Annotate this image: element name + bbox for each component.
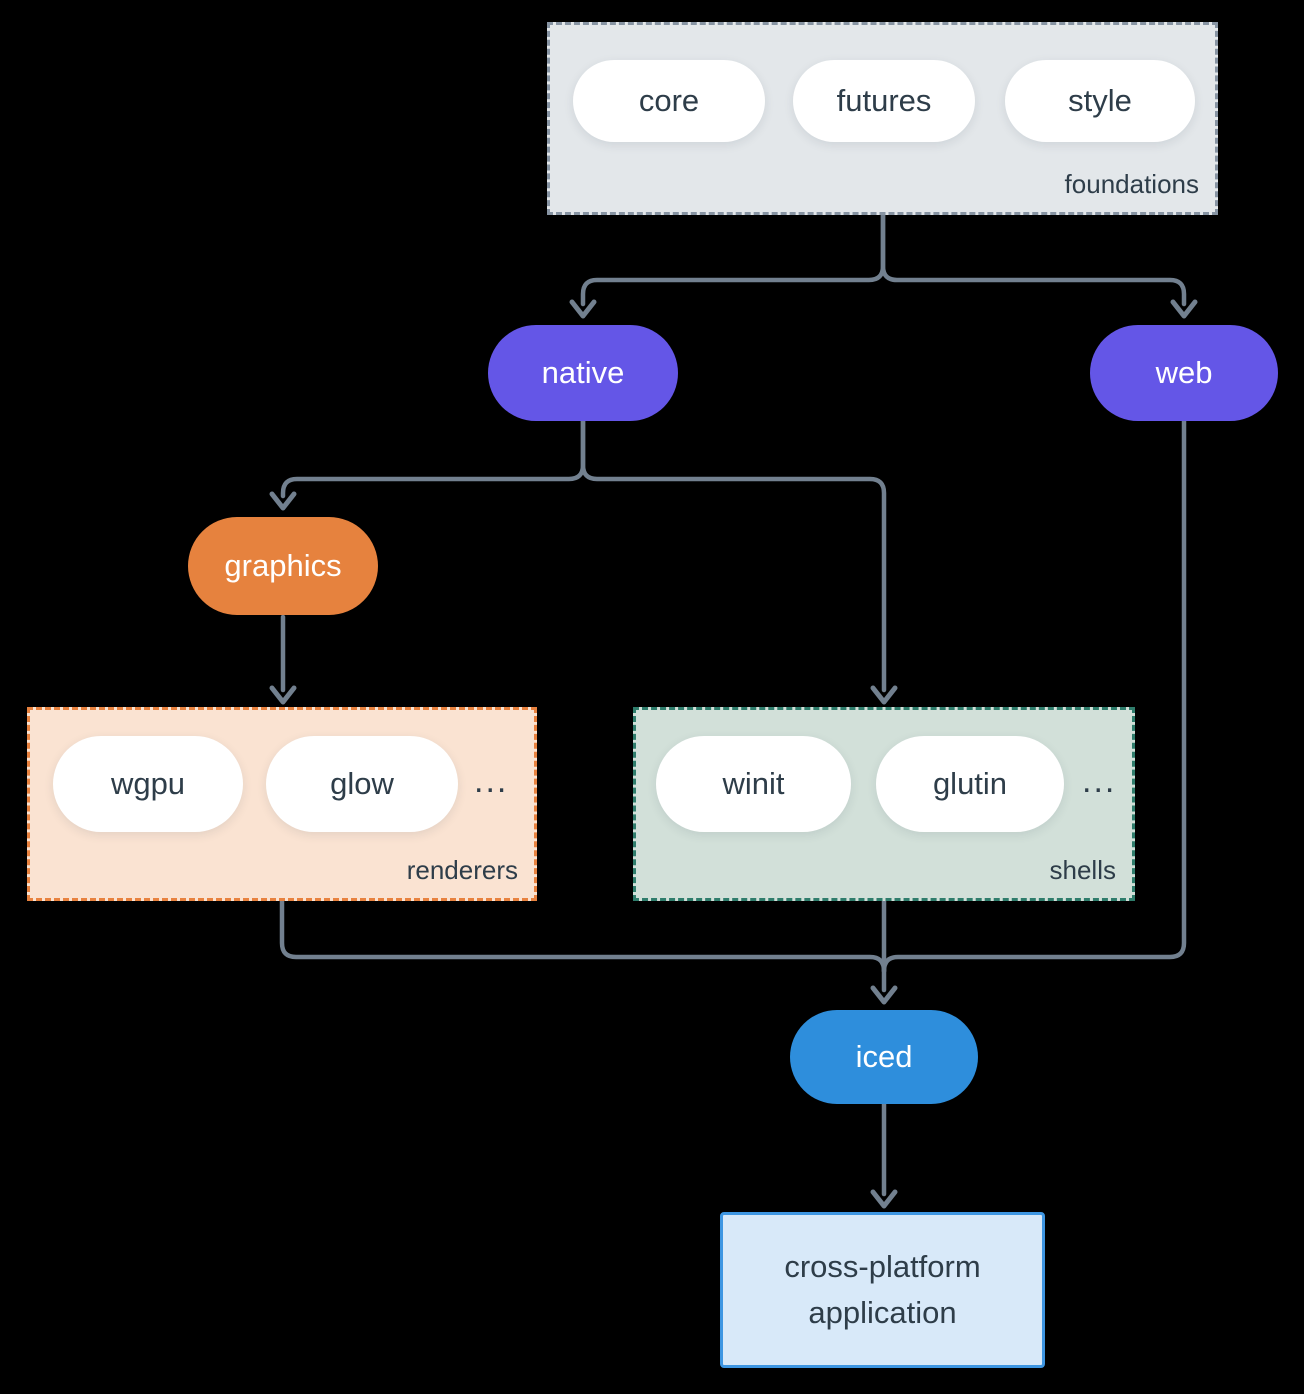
node-futures: futures <box>793 60 975 142</box>
node-wgpu-label: wgpu <box>110 766 186 801</box>
node-native-label: native <box>541 355 625 390</box>
edge-native-graphics <box>280 418 586 499</box>
cross-platform-application-label: cross-platform application <box>784 1248 981 1331</box>
arrowhead-iced <box>870 985 898 1005</box>
arrowhead-native <box>569 299 597 319</box>
arrowhead-application <box>870 1189 898 1209</box>
shells-ellipsis: ... <box>1082 762 1117 800</box>
node-style-label: style <box>1068 83 1132 118</box>
node-native: native <box>488 325 678 421</box>
node-glutin-label: glutin <box>932 766 1008 801</box>
node-winit: winit <box>656 736 851 832</box>
edge-native-shells <box>580 418 887 693</box>
node-web-label: web <box>1155 355 1213 390</box>
node-iced-label: iced <box>855 1039 913 1074</box>
arrowhead-shells <box>870 685 898 705</box>
shells-group-label: shells <box>1049 855 1116 885</box>
node-core-label: core <box>638 83 700 118</box>
node-web: web <box>1090 325 1278 421</box>
renderers-group-label: renderers <box>406 855 518 885</box>
node-wgpu: wgpu <box>53 736 243 832</box>
node-iced: iced <box>790 1010 978 1104</box>
node-futures-label: futures <box>836 83 932 118</box>
renderers-ellipsis: ... <box>474 762 509 800</box>
renderers-group: wgpu glow ... renderers <box>27 707 537 901</box>
node-graphics: graphics <box>188 517 378 615</box>
node-core: core <box>573 60 765 142</box>
foundations-group: core futures style foundations <box>547 22 1218 215</box>
arrowhead-renderers <box>269 685 297 705</box>
edge-foundations-web <box>880 212 1187 307</box>
node-glow-label: glow <box>330 766 394 801</box>
node-winit-label: winit <box>722 766 785 801</box>
shells-group: winit glutin ... shells <box>633 707 1135 901</box>
arrowhead-web <box>1170 299 1198 319</box>
edge-renderers-merge <box>279 898 887 974</box>
foundations-group-label: foundations <box>1064 169 1199 199</box>
node-style: style <box>1005 60 1195 142</box>
node-glutin: glutin <box>876 736 1064 832</box>
cross-platform-application-box: cross-platform application <box>720 1212 1045 1368</box>
node-glow: glow <box>266 736 458 832</box>
node-graphics-label: graphics <box>224 548 342 583</box>
arrowhead-graphics <box>269 491 297 511</box>
edge-foundations-native <box>580 212 886 307</box>
